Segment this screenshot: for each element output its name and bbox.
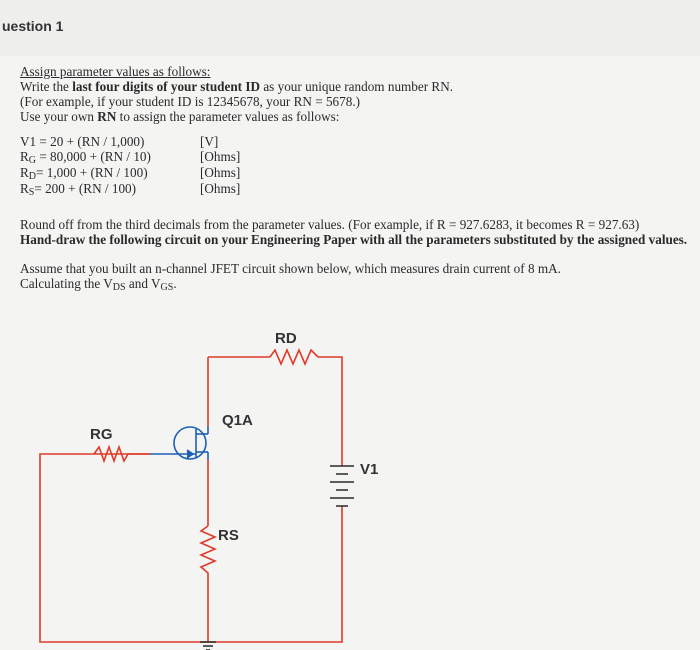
rs-resistor [198,525,218,586]
question-title: uestion 1 [2,18,64,34]
wire-v1-bottom [208,506,343,643]
v1-label: V1 [360,461,378,478]
jfet-q1a-symbol [150,426,209,460]
param-rs-unit: [Ohms] [200,181,241,196]
param-rs: RS= 200 + (RN / 100) [20,181,137,198]
question-content: Assign parameter values as follows: Writ… [0,56,700,650]
ground-icon [200,641,216,650]
param-rd-unit: [Ohms] [200,165,241,180]
param-rg-unit: [Ohms] [200,149,241,164]
intro-heading: Assign parameter values as follows: [20,64,211,79]
rg-resistor [93,444,150,464]
v1-battery [330,465,354,507]
wire-left-loop [39,453,208,643]
question-header: uestion 1 [0,0,700,57]
assume-line-2: Calculating the VDS and VGS. [20,276,177,293]
rounding-line-2: Hand-draw the following circuit on your … [20,232,688,247]
rs-label: RS [218,527,239,544]
wire-rd-right [318,356,343,466]
rd-resistor [269,347,319,367]
q1a-label: Q1A [222,412,253,429]
intro-line-3: (For example, if your student ID is 1234… [20,94,361,109]
param-v1: V1 = 20 + (RN / 1,000) [20,134,145,149]
param-rd: RD= 1,000 + (RN / 100) [20,165,148,182]
rounding-line-1: Round off from the third decimals from t… [20,217,640,232]
intro-line-2: Write the last four digits of your stude… [20,79,454,94]
param-rg: RG = 80,000 + (RN / 10) [20,149,151,166]
assume-line-1: Assume that you built an n-channel JFET … [20,261,561,276]
rd-label: RD [275,330,297,347]
param-v1-unit: [V] [200,134,219,149]
intro-line-4: Use your own RN to assign the parameter … [20,109,340,124]
rg-label: RG [90,426,113,443]
jfet-circuit-diagram: RD RG Q1A V1 RS [39,330,378,650]
